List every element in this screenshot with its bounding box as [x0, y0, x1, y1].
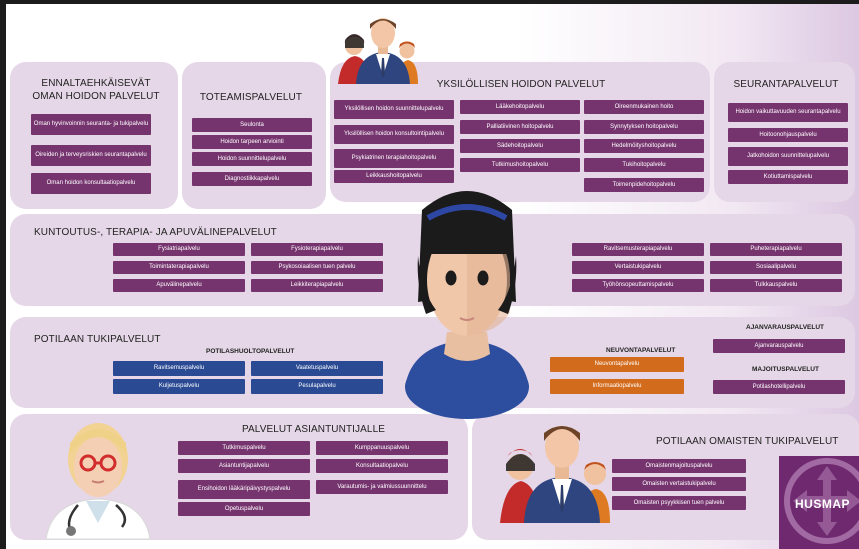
service-button[interactable]: Diagnostiikkapalvelu: [192, 172, 312, 186]
service-button[interactable]: Kuljetuspalvelu: [113, 379, 245, 394]
title-seuranta: SEURANTAPALVELUT: [733, 79, 839, 90]
service-button[interactable]: Fysioterapiapalvelu: [251, 243, 383, 256]
service-button[interactable]: Yksilöllisen hoidon konsultointipalvelu: [334, 125, 454, 144]
patient-avatar-icon: [405, 191, 529, 419]
husmap-logo-text: HUSMAP: [795, 497, 851, 511]
service-button[interactable]: Vaatetuspalvelu: [251, 361, 383, 376]
service-button[interactable]: Palliatiivinen hoitopalvelu: [460, 120, 580, 134]
title-omaisten: POTILAAN OMAISTEN TUKIPALVELUT: [656, 436, 839, 447]
people-group-icon: [338, 18, 418, 84]
service-button[interactable]: Sosiaalipalvelu: [710, 261, 842, 274]
service-button[interactable]: Omaisten psyykkisen tuen palvelu: [612, 496, 746, 510]
husmap-logo: HUSMAP: [779, 456, 859, 549]
service-button[interactable]: Vertaistukipalvelu: [572, 261, 704, 274]
service-button[interactable]: Oman hyvinvoinnin seuranta- ja tukipalve…: [31, 114, 151, 135]
service-button[interactable]: Tutkimuspalvelu: [178, 441, 310, 455]
service-button[interactable]: Informaatiopalvelu: [550, 379, 684, 394]
service-button[interactable]: Opetuspalvelu: [178, 502, 310, 516]
service-button[interactable]: Hoitoonohjauspalvelu: [728, 128, 848, 142]
service-button[interactable]: Asiantuntijapalvelu: [178, 459, 310, 473]
service-button[interactable]: Sädehoitopalvelu: [460, 139, 580, 153]
service-button[interactable]: Oman hoidon konsultaatiopalvelu: [31, 173, 151, 194]
service-button[interactable]: Yksilöllisen hoidon suunnittelupalvelu: [334, 100, 454, 119]
logo-mark-icon: [784, 458, 859, 544]
service-button[interactable]: Oireiden ja terveysriskien seurantapalve…: [31, 145, 151, 166]
service-button[interactable]: Psykosoiaalisen tuen palvelu: [251, 261, 383, 274]
title-potilaan-tuki: POTILAAN TUKIPALVELUT: [34, 334, 161, 345]
label-potilashuolto: POTILASHUOLTOPALVELUT: [206, 348, 295, 355]
label-neuvonta: NEUVONTAPALVELUT: [606, 347, 676, 354]
service-button[interactable]: Kotiuttamispalvelu: [728, 170, 848, 184]
service-button[interactable]: Ravitsemuspalvelu: [113, 361, 245, 376]
service-button[interactable]: Hoidon suunnittelupalvelu: [192, 152, 312, 166]
service-map-canvas: ENNALTAEHKÄISEVÄT OMAN HOIDON PALVELUT T…: [6, 4, 859, 549]
service-button[interactable]: Työhönsopeuttamispalvelu: [572, 279, 704, 292]
service-button[interactable]: Tulkkauspalvelu: [710, 279, 842, 292]
service-button[interactable]: Fysiatriapalvelu: [113, 243, 245, 256]
service-button[interactable]: Omaisten vertaistukipalvelu: [612, 477, 746, 491]
service-button[interactable]: Jatkohoidon suunnittelupalvelu: [728, 147, 848, 166]
label-majoitus: MAJOITUSPALVELUT: [752, 366, 819, 373]
service-button[interactable]: Toimintaterapiapalvelu: [113, 261, 245, 274]
title-ennaltaehkaisevat: ENNALTAEHKÄISEVÄT OMAN HOIDON PALVELUT: [32, 78, 160, 102]
service-button[interactable]: Tukihoitopalvelu: [584, 158, 704, 172]
service-button[interactable]: Konsultaatiopalvelu: [316, 459, 448, 473]
service-button[interactable]: Hoidon vaikuttavuuden seurantapalvelu: [728, 103, 848, 122]
service-button[interactable]: Varautumis- ja valmiussuunnittelu: [316, 480, 448, 494]
title-kuntoutus: KUNTOUTUS-, TERAPIA- JA APUVÄLINEPALVELU…: [34, 227, 277, 238]
service-button[interactable]: Tutkimushoitopalvelu: [460, 158, 580, 172]
service-button[interactable]: Leikkaushoitopalvelu: [334, 170, 454, 183]
title-toteamis: TOTEAMISPALVELUT: [199, 92, 303, 103]
service-button[interactable]: Psykiatrinen terapiahoitopalvelu: [334, 149, 454, 168]
people-group-icon: [500, 426, 610, 523]
service-button[interactable]: Puheterapiapalvelu: [710, 243, 842, 256]
service-button[interactable]: Potilashotellipalvelu: [713, 380, 845, 394]
title-yksilollisen: YKSILÖLLISEN HOIDON PALVELUT: [436, 79, 606, 90]
service-button[interactable]: Pesulapalvelu: [251, 379, 383, 394]
title-asiantuntija: PALVELUT ASIANTUNTIJALLE: [242, 424, 386, 435]
service-button[interactable]: Omaistenmajoituspalvelu: [612, 459, 746, 473]
service-button[interactable]: Kumppanuuspalvelu: [316, 441, 448, 455]
service-button[interactable]: Toimenpidehoitopalvelu: [584, 178, 704, 192]
service-button[interactable]: Oireenmukainen hoito: [584, 100, 704, 114]
service-button[interactable]: Hoidon tarpeen arviointi: [192, 135, 312, 149]
doctor-avatar-icon: [45, 423, 151, 540]
label-ajanvaraus: AJANVARAUSPALVELUT: [746, 324, 825, 331]
service-button[interactable]: Ravitsemusterapiapalvelu: [572, 243, 704, 256]
service-button[interactable]: Synnytyksen hoitopalvelu: [584, 120, 704, 134]
service-button[interactable]: Leikkiterapiapalvelu: [251, 279, 383, 292]
service-button[interactable]: Seulonta: [192, 118, 312, 132]
service-button[interactable]: Ajanvarauspalvelu: [713, 339, 845, 353]
service-button[interactable]: Neuvontapalvelu: [550, 357, 684, 372]
service-button[interactable]: Lääkehoitopalvelu: [460, 100, 580, 114]
service-button[interactable]: Ensihoidon lääkäripäivystyspalvelu: [178, 480, 310, 499]
service-button[interactable]: Hedelmöityshoitopalvelu: [584, 139, 704, 153]
service-button[interactable]: Apuvälinepalvelu: [113, 279, 245, 292]
